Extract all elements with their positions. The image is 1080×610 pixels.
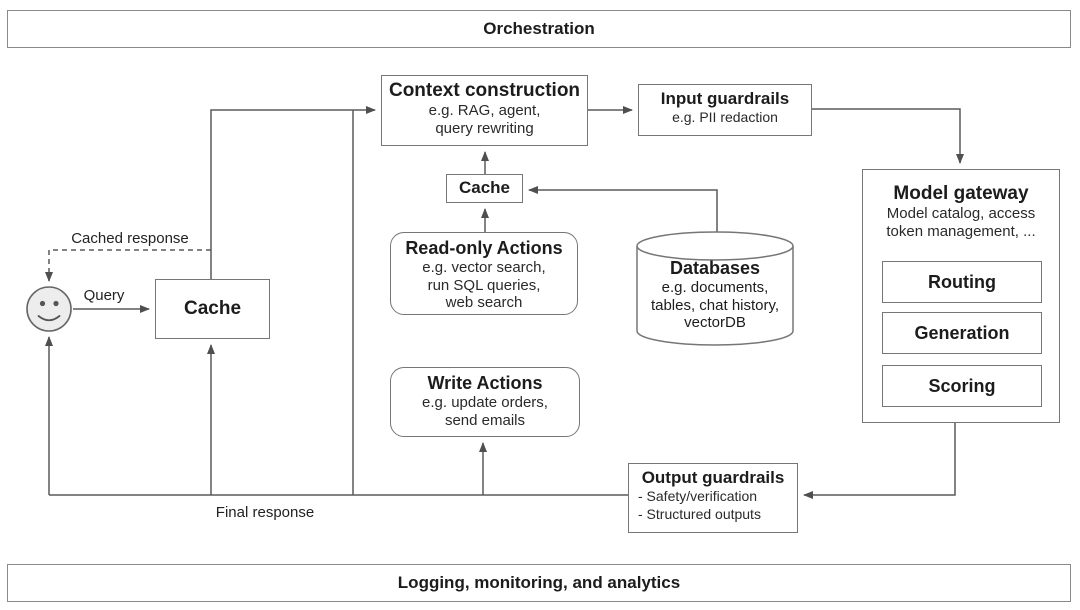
edge-databases-to-cache	[528, 186, 718, 232]
node-subtext-line: e.g. update orders,	[422, 394, 548, 411]
input-guardrails-node: Input guardrails e.g. PII redaction	[638, 84, 812, 136]
node-subtext-line: - Structured outputs	[638, 505, 761, 522]
user-icon	[26, 286, 72, 332]
write-actions-node: Write Actions e.g. update orders, send e…	[390, 367, 580, 437]
node-title: Databases	[669, 258, 761, 278]
database-cylinder-icon	[636, 231, 794, 346]
node-subtext-line: e.g. documents,	[661, 279, 769, 296]
scoring-node: Scoring	[882, 365, 1042, 407]
node-subtext-line: Model catalog, access	[886, 205, 1036, 222]
read-only-actions-node: Read-only Actions e.g. vector search, ru…	[390, 232, 578, 315]
node-title: Input guardrails	[660, 89, 790, 108]
node-subtext-line: e.g. vector search,	[422, 259, 546, 276]
node-title: Output guardrails	[641, 468, 785, 487]
node-subtext-line: send emails	[444, 411, 526, 429]
edge-input-guardrails-to-gateway	[812, 108, 964, 164]
final-response-label: Final response	[215, 504, 315, 521]
node-subtext-line: query rewriting	[435, 119, 534, 137]
node-subtext-line: token management, ...	[886, 222, 1036, 240]
logging-monitoring-banner: Logging, monitoring, and analytics	[7, 564, 1071, 602]
cache-context-node: Cache	[446, 174, 523, 203]
model-gateway-node: Model gateway Model catalog, access toke…	[862, 169, 1060, 423]
node-title: Model gateway	[893, 183, 1029, 204]
cache-user-node: Cache	[155, 279, 270, 339]
orchestration-banner: Orchestration	[7, 10, 1071, 48]
node-title: Read-only Actions	[405, 238, 563, 258]
node-title: Write Actions	[427, 373, 543, 393]
output-guardrails-node: Output guardrails - Safety/verification …	[628, 463, 798, 533]
context-construction-node: Context construction e.g. RAG, agent, qu…	[381, 75, 588, 146]
node-title: Context construction	[388, 80, 581, 101]
node-subtext-line: vectorDB	[684, 314, 746, 332]
node-title: Cache	[183, 298, 242, 319]
edge-cached-response	[45, 249, 211, 282]
node-subtext-line: tables, chat history,	[650, 296, 780, 314]
query-label: Query	[83, 287, 125, 304]
cached-response-label: Cached response	[71, 230, 189, 247]
node-subtext-line: web search	[445, 294, 523, 312]
node-title: Cache	[458, 178, 511, 197]
edge-gateway-to-output-guardrails	[803, 423, 956, 499]
node-subtext-line: e.g. PII redaction	[672, 109, 778, 125]
node-subtext-line: - Safety/verification	[638, 488, 758, 504]
node-subtext-line: e.g. RAG, agent,	[428, 102, 541, 119]
edge-cache-to-context	[210, 106, 376, 279]
routing-node: Routing	[882, 261, 1042, 303]
node-subtext-line: run SQL queries,	[427, 276, 541, 294]
databases-node: Databases e.g. documents, tables, chat h…	[640, 258, 790, 332]
generation-node: Generation	[882, 312, 1042, 354]
